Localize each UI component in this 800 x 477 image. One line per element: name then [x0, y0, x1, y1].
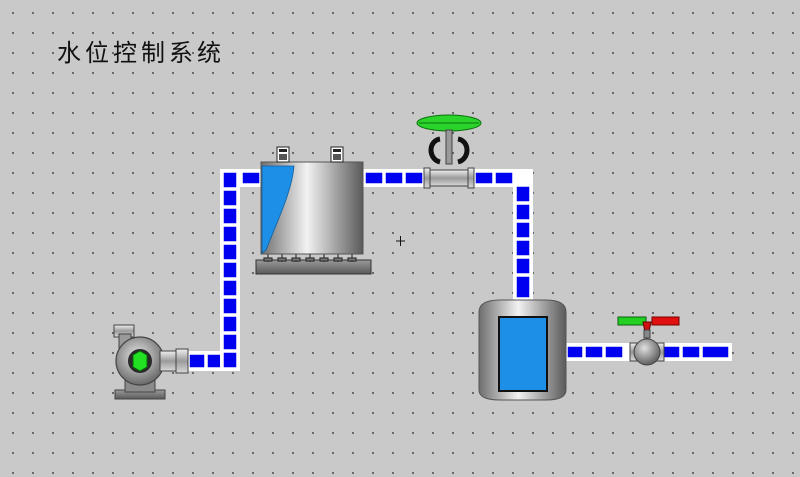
- storage-tank-icon[interactable]: [478, 299, 567, 401]
- cylindrical-tank-icon[interactable]: [255, 146, 372, 275]
- pipe-valve-to-storage: [472, 169, 533, 301]
- crosshair-cursor-icon: [396, 236, 405, 246]
- pneumatic-control-valve-icon[interactable]: [416, 114, 482, 189]
- ball-valve-icon[interactable]: [617, 316, 680, 366]
- pipe-tank-to-valve: [362, 169, 430, 187]
- pipe-pump-to-tank: [186, 169, 264, 371]
- centrifugal-pump-icon[interactable]: [113, 324, 189, 400]
- page-title: 水位控制系统: [57, 39, 225, 67]
